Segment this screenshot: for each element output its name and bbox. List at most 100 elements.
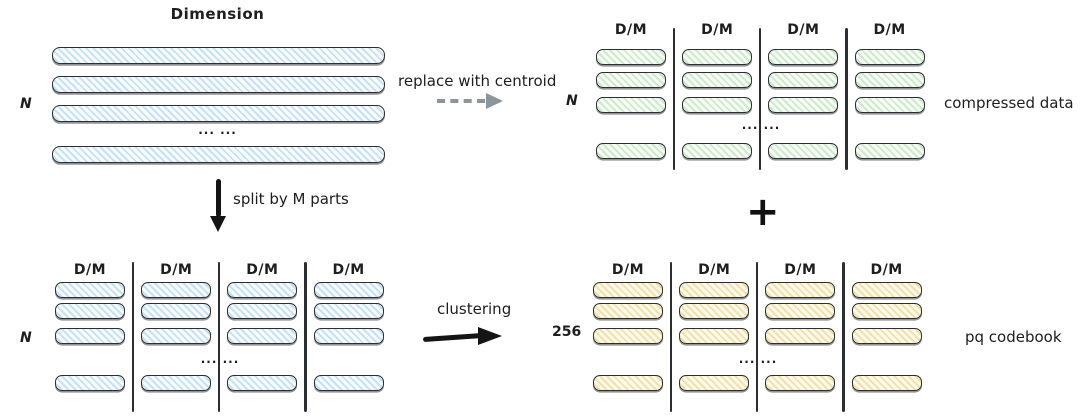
subvector-column: D/M — [596, 20, 666, 182]
centroid-bar — [596, 97, 666, 113]
codeword-bar — [593, 303, 663, 319]
centroid-bar — [682, 49, 753, 65]
codeword-bar — [679, 282, 750, 298]
centroid-bar — [854, 97, 925, 113]
centroid-bar — [768, 97, 839, 113]
subvector-bar — [313, 375, 384, 391]
ellipsis-rows: ... ... — [738, 352, 778, 366]
column-header-dm: D/M — [870, 262, 903, 278]
original-data-panel: Dimension ... ... — [40, 0, 395, 170]
row-count-label-n: N — [566, 93, 578, 109]
subvector-bar — [227, 303, 298, 319]
split-data-panel: D/M D/M D/M D/M — [55, 250, 384, 412]
dimension-label: Dimension — [170, 5, 265, 23]
subvector-column: D/M — [768, 20, 839, 182]
centroid-bar — [682, 97, 753, 113]
subvector-bar — [227, 282, 298, 298]
codeword-bar — [679, 303, 750, 319]
codeword-bar — [851, 328, 922, 344]
split-arrow-line — [216, 179, 221, 217]
subvector-bar — [313, 328, 384, 344]
centroid-bar — [854, 72, 925, 88]
vector-bar — [52, 47, 385, 64]
codeword-bar — [765, 328, 836, 344]
subvector-bar — [141, 328, 212, 344]
column-separator — [218, 262, 221, 412]
codeword-bar — [765, 303, 836, 319]
subvector-column: D/M — [679, 250, 750, 412]
centroid-bar — [596, 49, 666, 65]
centroid-bar — [596, 143, 666, 159]
row-count-label-256: 256 — [552, 324, 582, 340]
clustering-arrow-label: clustering — [437, 300, 512, 318]
pq-codebook-panel: D/M D/M D/M D/M — [593, 250, 922, 412]
column-header-dm: D/M — [784, 262, 817, 278]
column-header-dm: D/M — [614, 22, 648, 38]
split-arrow-label: split by M parts — [233, 190, 349, 208]
subvector-bar — [141, 303, 212, 319]
centroid-bar — [768, 72, 839, 88]
column-header-dm: D/M — [701, 22, 734, 38]
column-separator — [673, 28, 676, 170]
centroid-bar — [682, 143, 753, 159]
codeword-bar — [679, 328, 750, 344]
subvector-bar — [227, 328, 298, 344]
ellipsis-rows: ... ... — [200, 352, 240, 366]
centroid-bar — [768, 49, 839, 65]
column-separator — [842, 262, 845, 412]
compressed-data-caption: compressed data — [944, 94, 1074, 112]
plus-sign: + — [746, 189, 780, 235]
subvector-column: D/M — [227, 250, 298, 412]
row-count-label-n: N — [20, 96, 32, 112]
codeword-bar — [765, 375, 836, 391]
subvector-column: D/M — [593, 250, 663, 412]
subvector-bar — [141, 375, 212, 391]
column-separator — [756, 262, 759, 412]
centroid-arrow-label: replace with centroid — [398, 72, 557, 90]
codeword-bar — [851, 375, 922, 391]
codeword-bar — [593, 328, 663, 344]
subvector-bar — [55, 303, 125, 319]
subvector-bar — [227, 375, 298, 391]
column-header-dm: D/M — [873, 22, 906, 38]
column-separator — [670, 262, 673, 412]
centroid-bar — [682, 72, 753, 88]
subvector-column: D/M — [854, 20, 925, 182]
subvector-column: D/M — [55, 250, 125, 412]
centroid-arrow-line — [437, 99, 485, 103]
centroid-bar — [854, 49, 925, 65]
subvector-column: D/M — [765, 250, 836, 412]
centroid-bar — [854, 143, 925, 159]
subvector-bar — [313, 282, 384, 298]
pq-codebook-caption: pq codebook — [965, 328, 1062, 346]
subvector-bar — [55, 282, 125, 298]
column-header-dm: D/M — [160, 262, 193, 278]
codeword-bar — [593, 375, 663, 391]
column-header-dm: D/M — [73, 262, 107, 278]
codeword-bar — [679, 375, 750, 391]
column-header-dm: D/M — [332, 262, 365, 278]
column-separator — [304, 262, 307, 412]
subvector-bar — [141, 282, 212, 298]
ellipsis-rows: ... ... — [741, 118, 781, 132]
centroid-bar — [768, 143, 839, 159]
vector-bar — [52, 146, 385, 163]
codeword-bar — [593, 282, 663, 298]
column-separator — [845, 28, 848, 170]
codeword-bar — [851, 303, 922, 319]
ellipsis-rows: ... ... — [198, 123, 237, 137]
row-count-label-n: N — [20, 330, 32, 346]
centroid-bar — [596, 72, 666, 88]
subvector-bar — [313, 303, 384, 319]
clustering-arrow-head — [478, 327, 502, 345]
column-separator — [759, 28, 762, 170]
column-separator — [132, 262, 135, 412]
codeword-bar — [765, 282, 836, 298]
subvector-column: D/M — [682, 20, 753, 182]
vector-bar — [52, 76, 385, 93]
centroid-arrow-head — [486, 93, 503, 109]
column-header-dm: D/M — [246, 262, 279, 278]
compressed-data-panel: D/M D/M D/M D/M — [596, 20, 925, 182]
subvector-column: D/M — [141, 250, 212, 412]
